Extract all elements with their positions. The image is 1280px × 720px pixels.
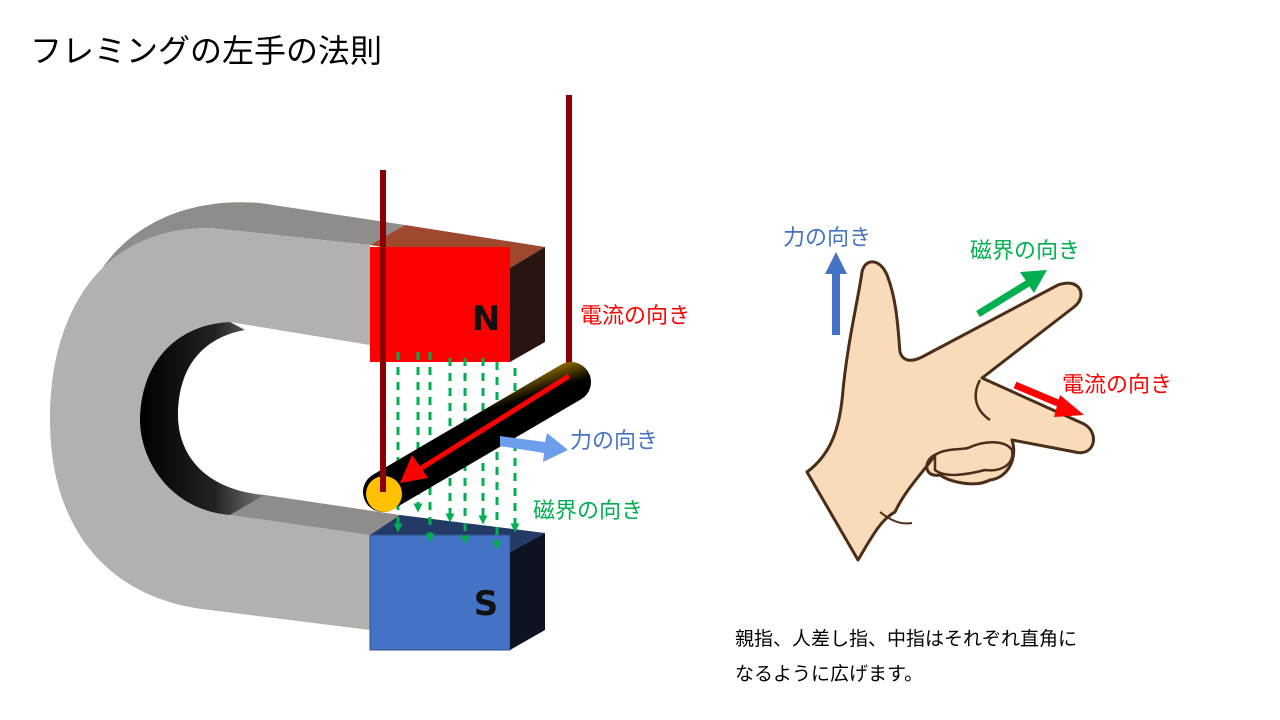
note-line-1: 親指、人差し指、中指はそれぞれ直角に xyxy=(735,628,1077,650)
south-pole xyxy=(369,534,511,651)
rod-end xyxy=(366,476,402,512)
force-arrow xyxy=(500,433,568,462)
horseshoe-magnet: N S xyxy=(50,202,545,651)
hand-current-label: 電流の向き xyxy=(1062,373,1172,398)
field-label: 磁界の向き xyxy=(533,499,643,524)
hand-field-arrow xyxy=(976,270,1047,317)
note-line-2: なるように広げます。 xyxy=(735,663,923,685)
north-label: N xyxy=(472,299,500,339)
slide-title: フレミングの左手の法則 xyxy=(30,32,382,70)
current-arrow xyxy=(400,373,571,483)
force-label: 力の向き xyxy=(570,429,658,454)
hand-current-arrow xyxy=(1013,381,1084,417)
hand-field-label: 磁界の向き xyxy=(970,239,1080,264)
hand-force-label: 力の向き xyxy=(783,226,871,251)
current-label: 電流の向き xyxy=(580,304,690,329)
south-label: S xyxy=(474,584,499,624)
left-hand xyxy=(805,260,1095,562)
north-pole xyxy=(370,247,510,362)
hand-force-arrow xyxy=(825,252,847,335)
